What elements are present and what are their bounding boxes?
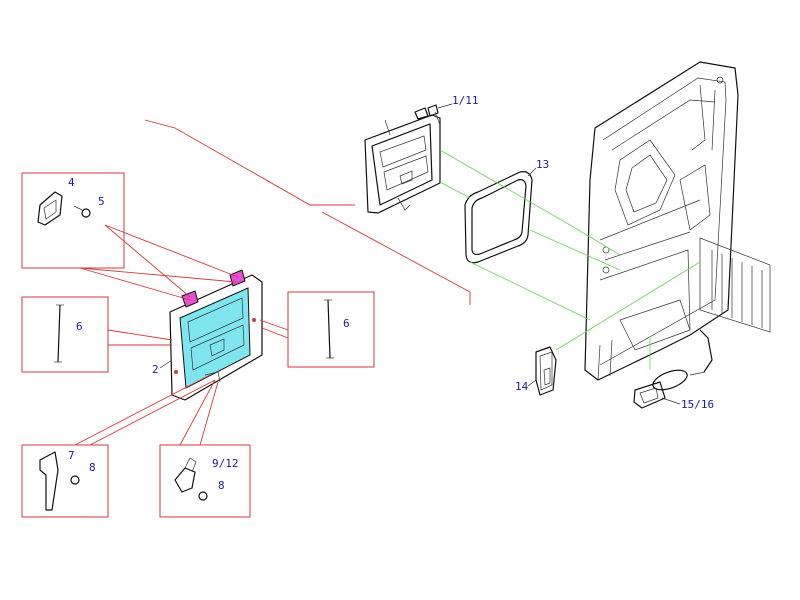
detail-box-hinge [21, 172, 125, 269]
latch-screw-part [70, 475, 80, 485]
door-seal [464, 171, 533, 264]
callout-door-assembly: 1/11 [452, 94, 479, 107]
alignment-lines [439, 149, 701, 370]
detail-box-bracket [159, 444, 251, 518]
callout-latch-screw: 8 [89, 461, 96, 474]
callout-bracket: 9/12 [212, 457, 239, 470]
door-handle-part [535, 346, 557, 396]
bracket-part [174, 457, 197, 493]
lock-assembly-part [633, 329, 713, 409]
callout-rod-left: 6 [76, 320, 83, 333]
detail-box-rod-left [21, 296, 109, 373]
detail-box-rod-right [287, 291, 375, 368]
callout-seal: 13 [536, 158, 549, 171]
rod-right-part [324, 299, 334, 359]
detail-box-latch [21, 444, 109, 518]
hinge-screw-part [73, 205, 91, 218]
callout-hatch: 2 [152, 363, 159, 376]
callout-hinge-screw: 5 [98, 195, 105, 208]
hinge-part [37, 191, 63, 226]
body-side-panel [584, 61, 771, 381]
rod-left-part [54, 304, 64, 363]
hatch-panel [169, 269, 263, 401]
callout-lock: 15/16 [681, 398, 714, 411]
callout-hinge: 4 [68, 176, 75, 189]
callout-handle: 14 [515, 380, 529, 393]
section-lines [144, 119, 471, 305]
callout-latch: 7 [68, 449, 75, 462]
door-assembly-frame [364, 104, 441, 214]
latch-part [39, 451, 59, 511]
callout-rod-right: 6 [343, 317, 350, 330]
bracket-screw-part [198, 491, 208, 501]
callout-bracket-screw: 8 [218, 479, 225, 492]
leader-lines [74, 224, 289, 446]
